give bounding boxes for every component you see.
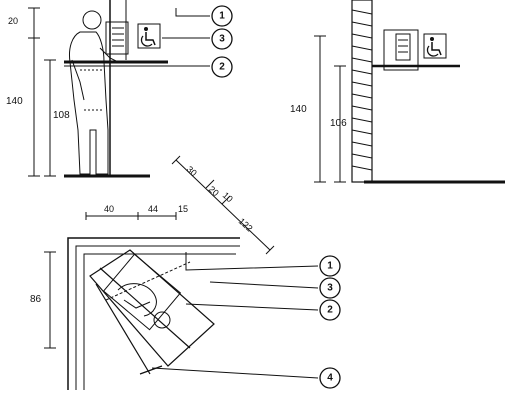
wheelchair-accessibility-icon [423, 33, 447, 59]
plan-view: 40 44 15 86 30 20 10 122 [30, 155, 341, 390]
callout-1-plan: 1 [319, 255, 341, 277]
callout-2-plan: 2 [319, 299, 341, 321]
callout-1-front: 1 [211, 5, 233, 27]
side-dim-counter-label: 106 [330, 118, 347, 129]
svg-text:2: 2 [219, 62, 225, 73]
plan-dim-c-label: 15 [178, 204, 188, 214]
plan-dim-diag1-label: 30 [185, 164, 199, 178]
side-dim-total-label: 140 [290, 104, 307, 115]
wheelchair-plan-figure [102, 253, 191, 331]
svg-text:1: 1 [327, 261, 333, 272]
phone-panel [105, 21, 129, 55]
callout-3-plan: 3 [319, 277, 341, 299]
plan-dim-diag3-label: 10 [221, 190, 235, 204]
wheelchair-accessibility-icon [137, 23, 161, 49]
plan-dim-diag4-label: 122 [237, 216, 255, 233]
plan-dim-d-label: 86 [30, 294, 42, 305]
svg-text:3: 3 [219, 34, 225, 45]
svg-text:4: 4 [327, 373, 333, 384]
plan-dim-b-label: 44 [148, 204, 158, 214]
callout-3-front: 3 [211, 28, 233, 50]
plan-dim-a-label: 40 [104, 204, 114, 214]
plan-dim-diag2-label: 20 [207, 184, 221, 198]
dim-counter-label: 108 [53, 110, 70, 121]
callout-2-front: 2 [211, 56, 233, 78]
callout-4-plan: 4 [319, 367, 341, 389]
dim-total-label: 140 [6, 96, 23, 107]
front-elevation: 20 140 108 [6, 0, 233, 178]
dim-top-label: 20 [8, 16, 18, 26]
svg-text:3: 3 [327, 283, 333, 294]
svg-text:2: 2 [327, 305, 333, 316]
corner-counter-plan [89, 249, 215, 375]
svg-text:1: 1 [219, 11, 225, 22]
side-elevation: 140 106 [290, 0, 505, 184]
